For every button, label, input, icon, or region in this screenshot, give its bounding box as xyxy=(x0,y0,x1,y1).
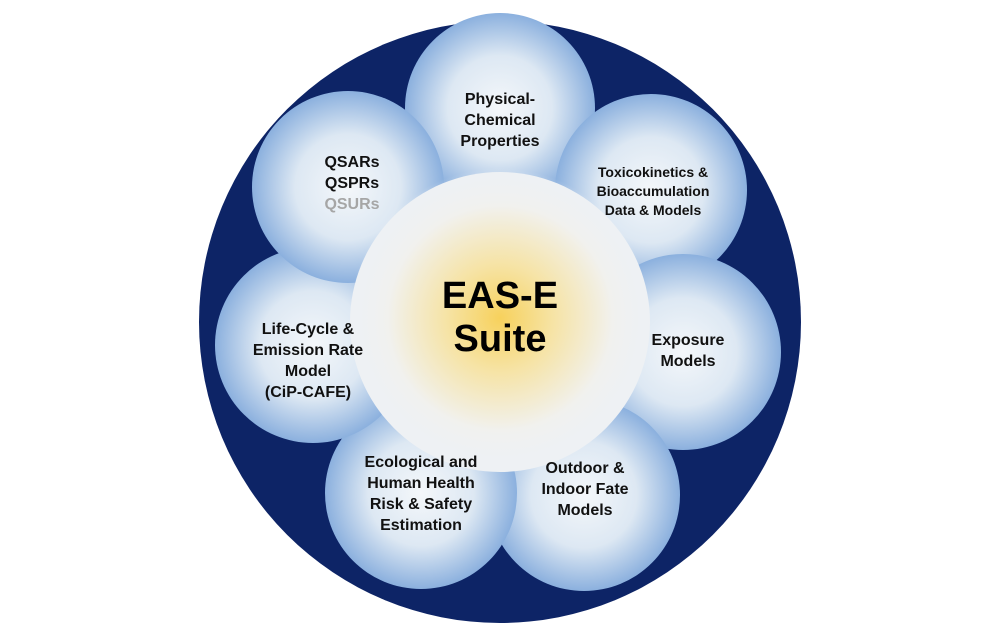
petal-label-line: QSARs xyxy=(324,154,379,171)
petal-label-line: Toxicokinetics & xyxy=(598,164,708,180)
petal-label-line: Estimation xyxy=(380,517,462,534)
center-title-line2: Suite xyxy=(454,318,547,360)
center-glow xyxy=(350,168,650,468)
petal-label-line: Risk & Safety xyxy=(370,496,472,513)
petal-physical-chemical-properties xyxy=(405,13,595,203)
petal-label-line: Life-Cycle & xyxy=(262,321,355,338)
petal-label-line: QSPRs xyxy=(325,175,379,192)
center-title-line1: EAS-E xyxy=(442,275,558,317)
petal-label-line: Model xyxy=(285,363,331,380)
petal-label-line: Emission Rate xyxy=(253,342,363,359)
petal-label-line: Human Health xyxy=(367,475,475,492)
petal-label-line: Physical- xyxy=(465,91,535,108)
petal-label-line: Outdoor & xyxy=(545,460,625,477)
petal-label-line: QSURs xyxy=(324,196,379,213)
petal-label-line: Exposure xyxy=(652,332,725,349)
petal-label-line: Chemical xyxy=(464,112,535,129)
petal-label-line: Properties xyxy=(460,133,539,150)
petal-label-line: Bioaccumulation xyxy=(597,183,710,199)
petal-label-line: Models xyxy=(660,353,715,370)
petal-label-line: Ecological and xyxy=(365,454,478,471)
petal-label-line: Indoor Fate xyxy=(541,481,628,498)
petal-label-line: (CiP-CAFE) xyxy=(265,384,351,401)
petal-label-line: Data & Models xyxy=(605,202,702,218)
petal-label-line: Models xyxy=(557,502,612,519)
